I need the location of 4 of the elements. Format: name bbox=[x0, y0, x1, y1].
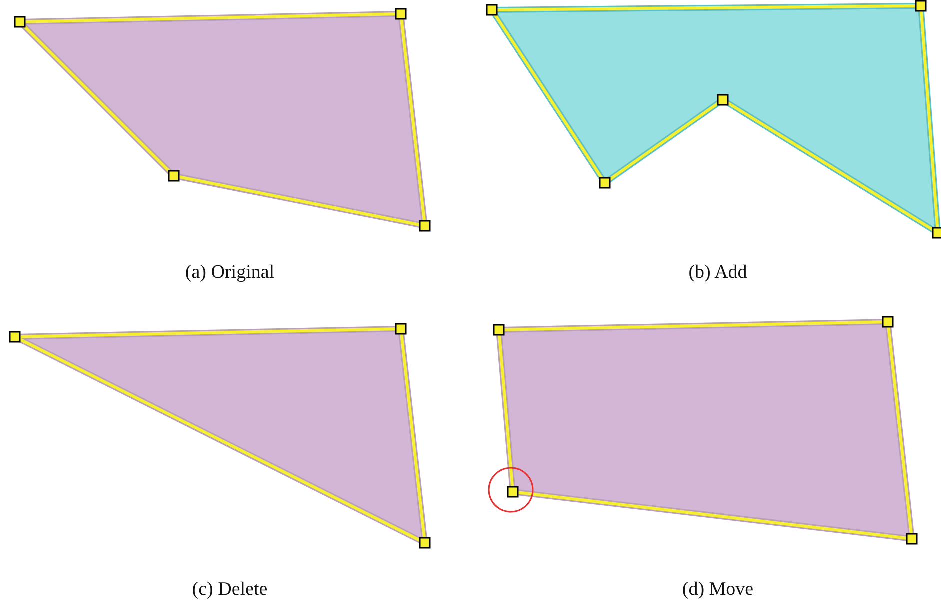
subfigure-caption: (c) Delete bbox=[192, 579, 268, 601]
subfigure-caption: (d) Move bbox=[682, 579, 754, 601]
subfigure-caption: (b) Add bbox=[688, 262, 748, 284]
subfigure-caption: (a) Original bbox=[185, 262, 275, 284]
